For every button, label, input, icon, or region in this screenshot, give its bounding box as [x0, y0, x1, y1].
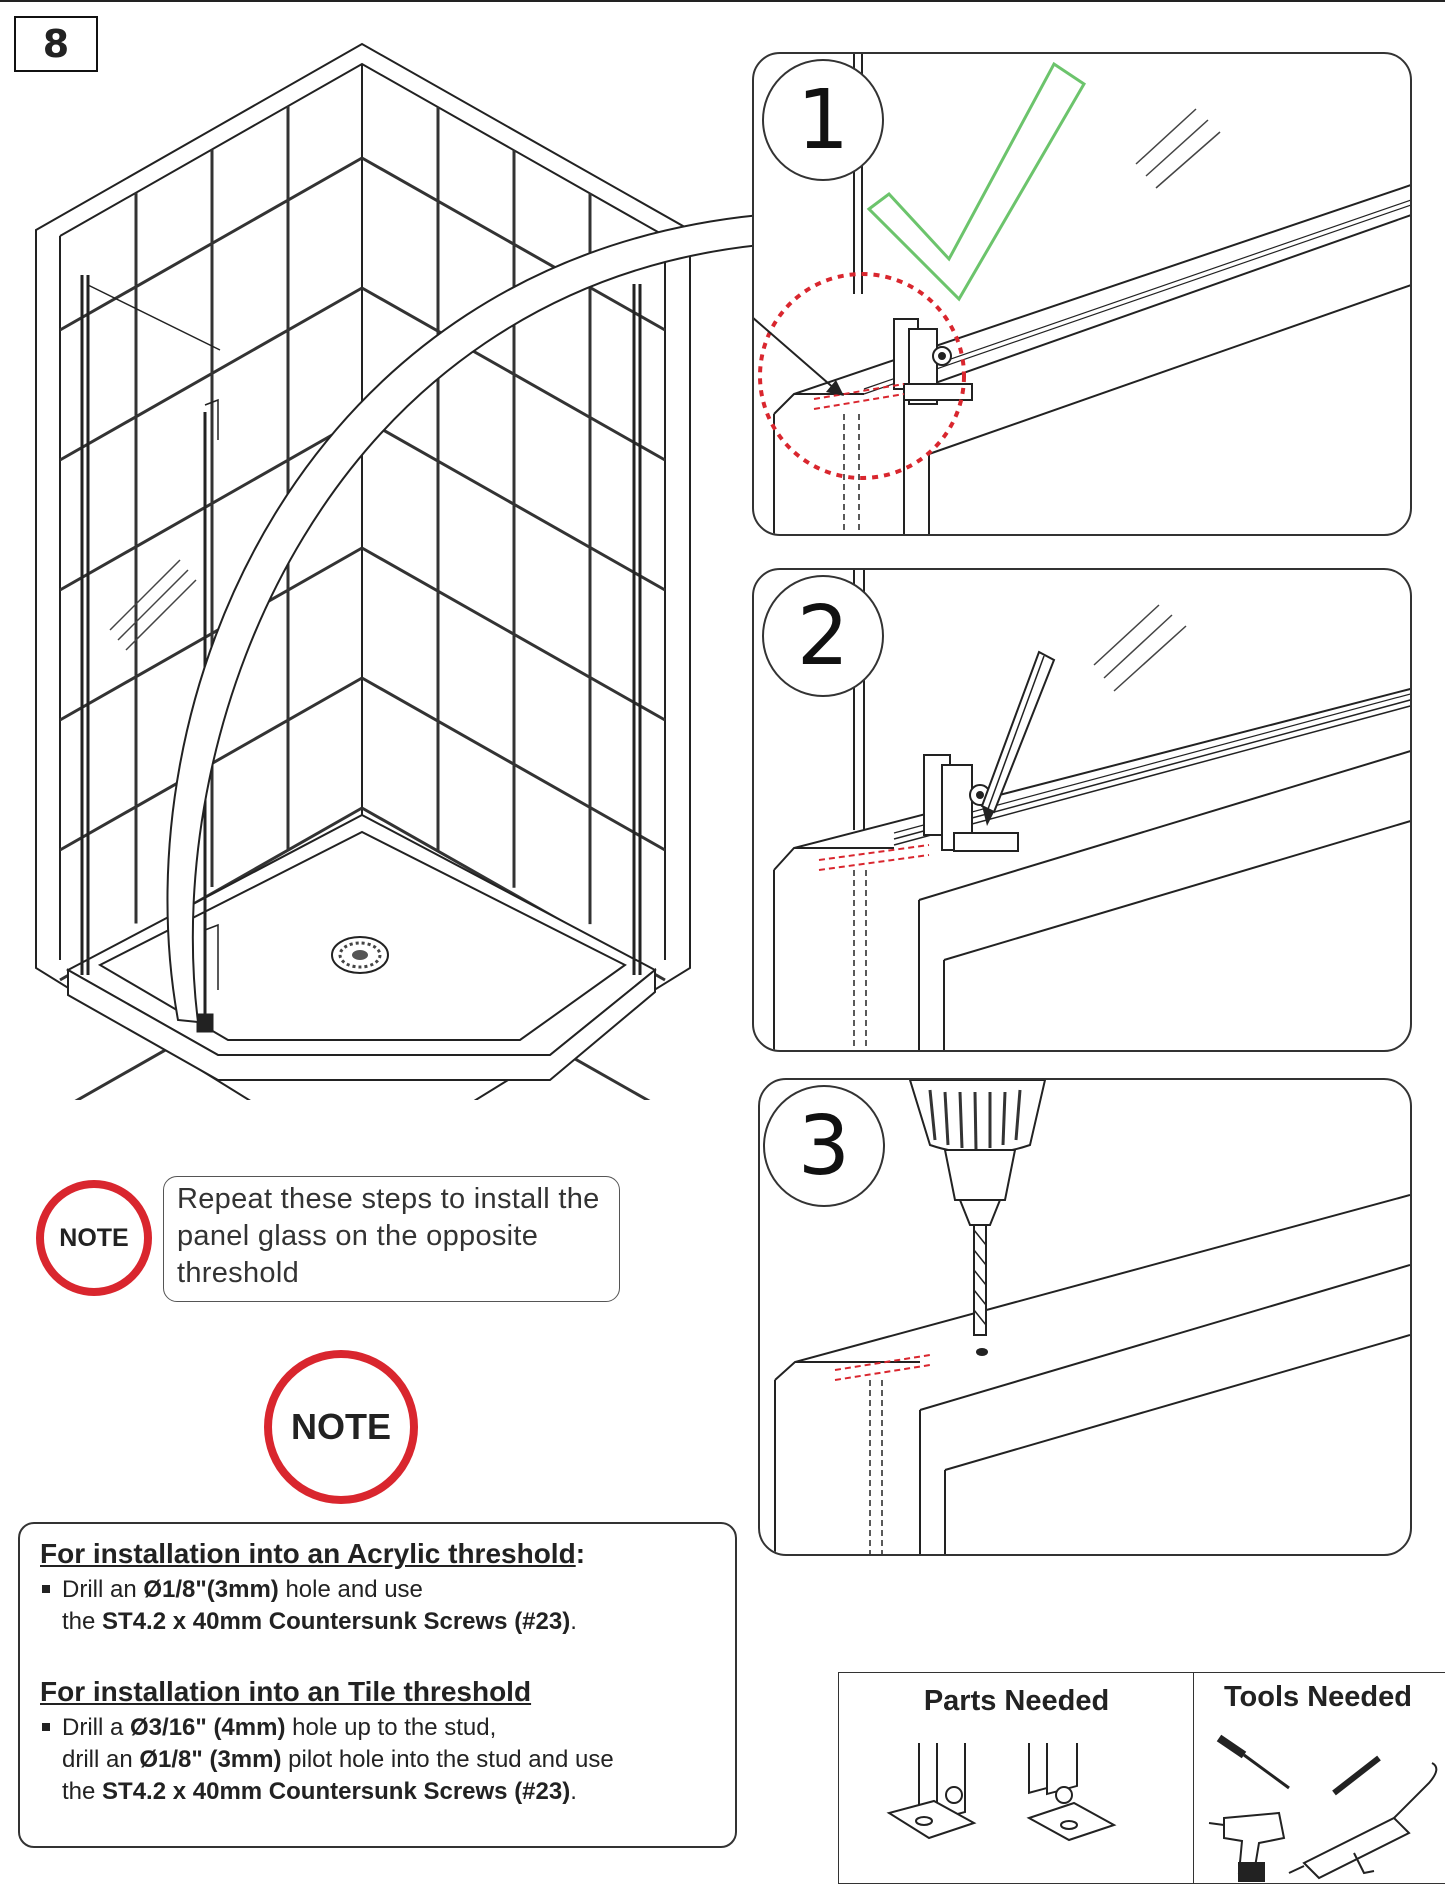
- pencil-icon: [1332, 1755, 1381, 1796]
- bracket-icon: [923, 754, 1019, 852]
- step-2-number: 2: [762, 575, 884, 697]
- tile-line-1: Drill a Ø3/16" (4mm) hole up to the stud…: [20, 1714, 496, 1742]
- note-badge-label: NOTE: [290, 1406, 391, 1447]
- drill-icon: [908, 1080, 1047, 1336]
- step-1-number: 1: [762, 59, 884, 181]
- step-2-illustration: [773, 570, 1410, 1050]
- note-badge-label: NOTE: [59, 1223, 129, 1252]
- parts-needed-box: Parts Needed: [838, 1672, 1195, 1884]
- acrylic-heading: For installation into an Acrylic thresho…: [40, 1538, 586, 1569]
- acrylic-line-2: the ST4.2 x 40mm Countersunk Screws (#23…: [62, 1608, 577, 1635]
- step-panel-3: 3: [758, 1078, 1412, 1556]
- parts-needed-title: Parts Needed: [923, 1685, 1110, 1717]
- top-rule: [0, 0, 1445, 2]
- tile-line-3: the ST4.2 x 40mm Countersunk Screws (#23…: [62, 1778, 577, 1805]
- step-number-badge: 8: [14, 16, 98, 72]
- caulk-gun-icon: [1288, 1762, 1438, 1880]
- step-3-illustration: [774, 1080, 1410, 1554]
- note-line-2: panel glass on the opposite: [177, 1220, 539, 1252]
- installation-instructions: For installation into an Acrylic thresho…: [18, 1522, 737, 1848]
- step-number: 8: [42, 22, 70, 66]
- screwdriver-icon: [1216, 1734, 1290, 1790]
- power-drill-icon: [1208, 1811, 1286, 1882]
- note-line-3: threshold: [177, 1257, 299, 1289]
- drain-icon: [331, 936, 389, 974]
- note-badge-1: NOTE: [36, 1180, 152, 1296]
- tools-needed-title: Tools Needed: [1224, 1681, 1412, 1713]
- tools-needed-box: Tools Needed: [1193, 1672, 1445, 1884]
- note-line-1: Repeat these steps to install the: [177, 1183, 600, 1215]
- step-3-number: 3: [763, 1085, 885, 1207]
- step-panel-2: 2: [752, 568, 1412, 1052]
- acrylic-line-1: Drill an Ø1/8"(3mm) hole and use: [20, 1576, 423, 1604]
- note-badge-2: NOTE: [264, 1350, 418, 1504]
- note-box-1: Repeat these steps to install the panel …: [163, 1176, 620, 1302]
- check-icon: [866, 61, 1087, 302]
- step-panel-1: 1: [752, 52, 1412, 536]
- tile-heading: For installation into an Tile threshold: [40, 1676, 532, 1707]
- shower-enclosure-illustration: [35, 42, 760, 1100]
- bracket-parts-icon: [886, 1743, 1117, 1842]
- pencil-icon: [980, 650, 1056, 826]
- bracket-icon: [893, 318, 973, 405]
- tools-icons: [1208, 1734, 1438, 1882]
- tile-line-2: drill an Ø1/8" (3mm) pilot hole into the…: [62, 1746, 614, 1773]
